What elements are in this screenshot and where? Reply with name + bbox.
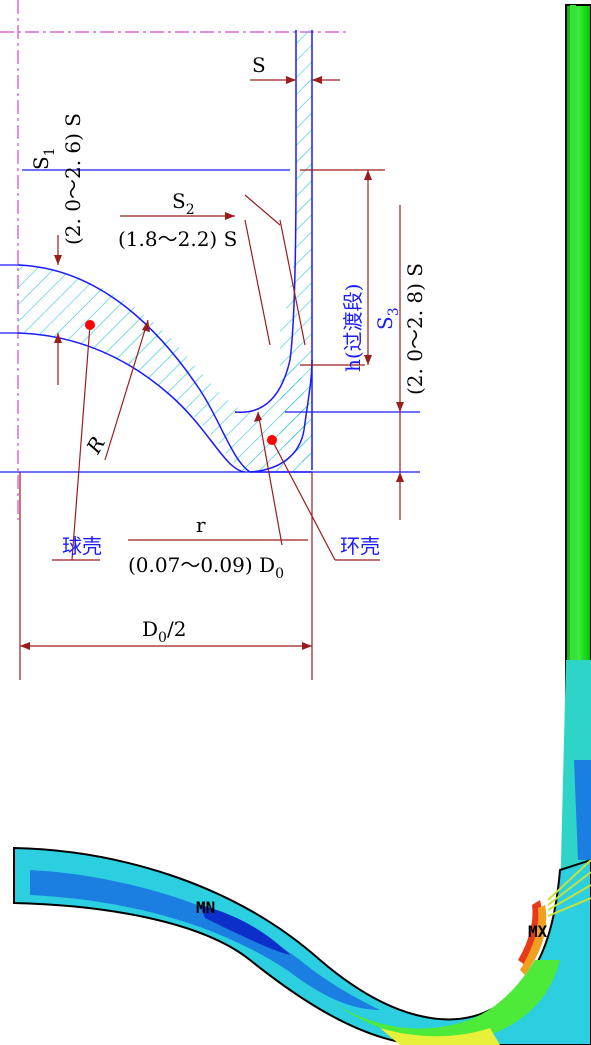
dim-s2-name: S2 — [172, 189, 195, 218]
dim-s1-ratio: (2. 0～2. 6) S — [61, 113, 85, 245]
arrowheads — [20, 76, 404, 650]
dim-s3-name: S3 — [373, 307, 402, 330]
fea-hotspot — [518, 900, 542, 965]
dim-r-name: r — [196, 513, 206, 537]
fea-blue-band — [30, 870, 380, 1010]
torus-marker — [267, 435, 277, 445]
dim-s1-name: S1 — [29, 147, 58, 170]
dim-R-label: R — [81, 432, 110, 458]
reference-lines — [0, 169, 420, 473]
fea-max-label: MX — [528, 922, 548, 941]
fea-element-lines — [547, 859, 591, 917]
fea-min-label: MN — [196, 898, 215, 917]
fea-wall-blue-zone — [574, 760, 591, 860]
dim-s3-ratio-group: (2. 0～2. 8) S — [403, 263, 427, 395]
sphere-marker — [85, 320, 95, 330]
dim-r-ratio: (0.07～0.09) D0 — [128, 553, 284, 582]
fea-contour-plot: MN MX — [13, 4, 591, 1045]
centerlines — [0, 0, 350, 520]
dimension-lines — [19, 79, 401, 680]
section-outline — [17, 30, 313, 473]
fea-wall-inner-band — [570, 5, 576, 700]
dim-s2: S2 (1.8～2.2) S — [118, 189, 237, 251]
torus-shell-callout: 环壳 — [340, 534, 380, 558]
dim-s3: S3 — [373, 307, 402, 330]
dim-s2-ratio: (1.8～2.2) S — [118, 227, 237, 251]
torus-section-hatch — [18, 265, 312, 472]
fea-yellow-zone — [380, 1028, 500, 1045]
fea-hotspot-orange — [520, 905, 547, 975]
fea-dark-blue-band — [200, 905, 290, 955]
dim-h-label: h(过渡段) — [341, 284, 365, 373]
dim-R: R — [81, 432, 110, 458]
engineering-drawing: S S1 (2. 0～2. 6) S S2 (1.8～2.2) S h(过渡段)… — [0, 0, 427, 680]
dim-d0: D0/2 — [142, 617, 186, 646]
dim-s3-ratio: (2. 0～2. 8) S — [403, 263, 427, 395]
sphere-shell-callout: 球壳 — [62, 534, 102, 558]
fea-green-zone — [330, 960, 560, 1041]
dim-s1-ratio-group: (2. 0～2. 6) S — [61, 113, 85, 245]
dim-s1: S1 — [29, 147, 58, 170]
dim-s-label: S — [252, 53, 266, 77]
dim-h: h(过渡段) — [341, 284, 365, 373]
